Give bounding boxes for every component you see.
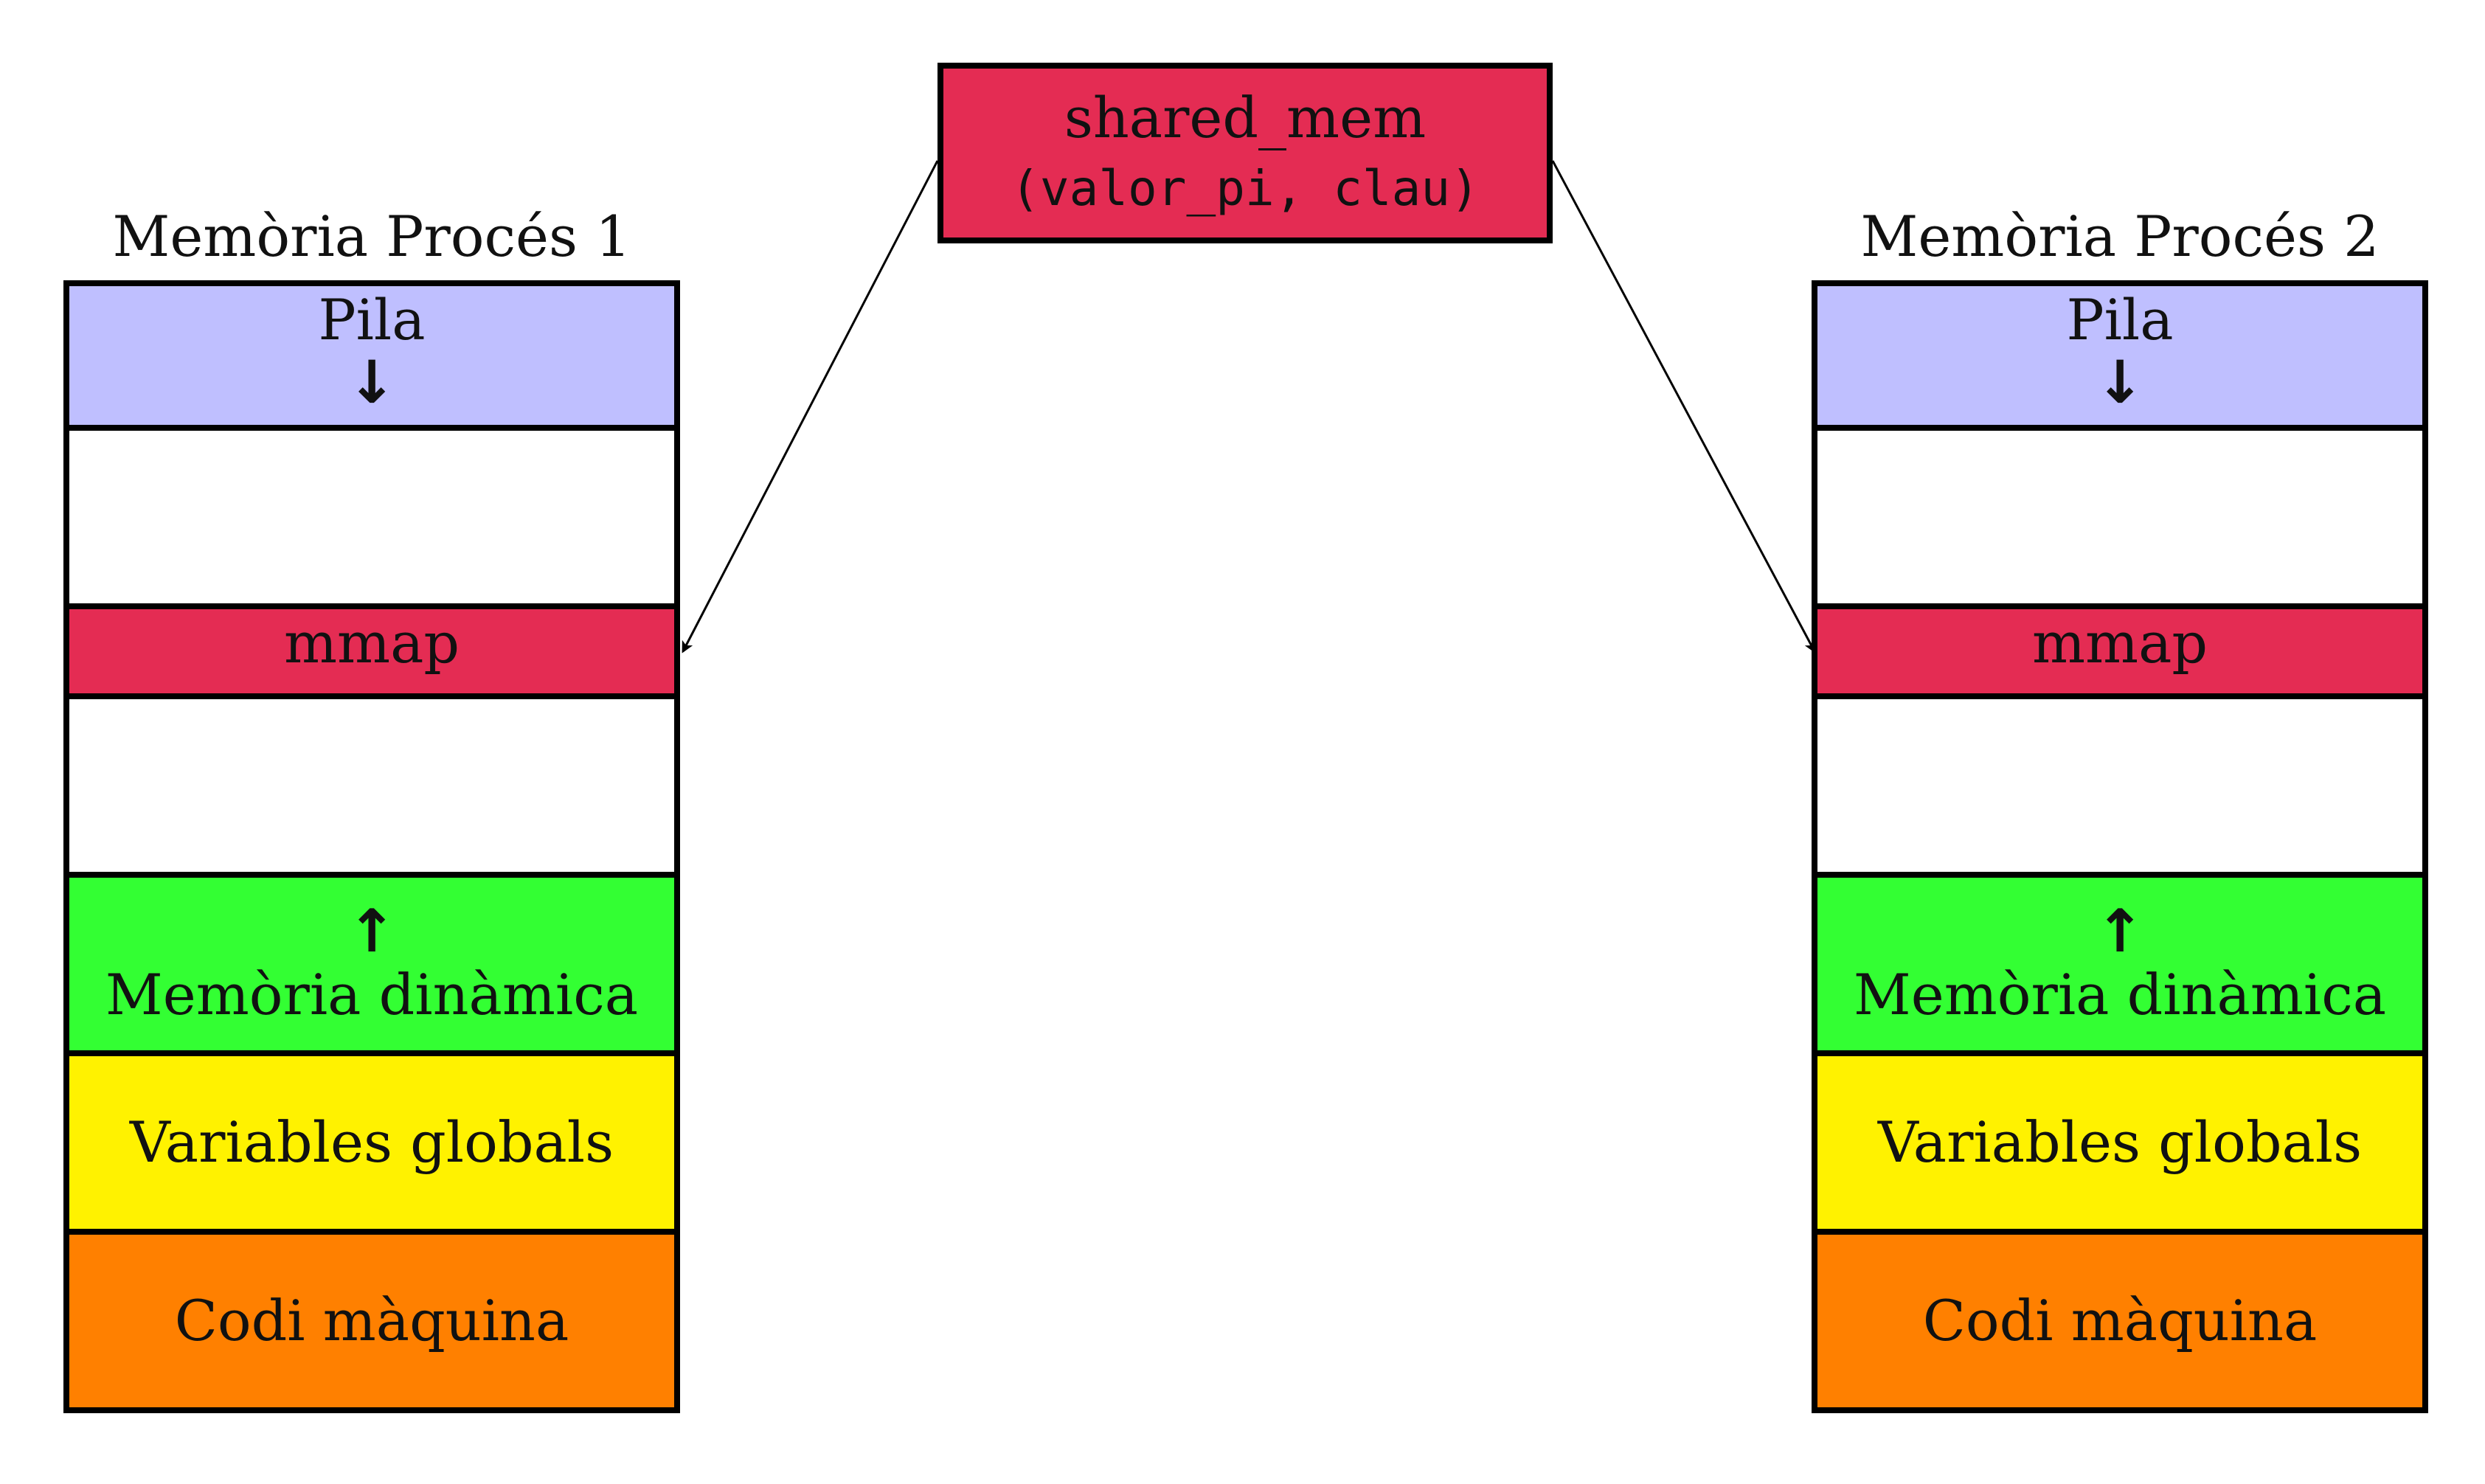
process-1-globals-label: Variables globals bbox=[129, 1109, 614, 1176]
process-1-segment-code: Codi màquina bbox=[63, 1229, 680, 1413]
process-1-segment-stack: Pila ↓ bbox=[63, 280, 680, 431]
process-1-segment-mmap: mmap bbox=[63, 603, 680, 699]
up-arrow-icon: ↑ bbox=[347, 897, 397, 966]
process-2-segment-mmap: mmap bbox=[1812, 603, 2428, 699]
process-2-segment-heap: ↑ Memòria dinàmica bbox=[1812, 872, 2428, 1056]
process-2-title: Memòria Procés 2 bbox=[1860, 204, 2380, 269]
process-1-stack-label: Pila bbox=[318, 287, 426, 353]
process-2-globals-label: Variables globals bbox=[1877, 1109, 2363, 1176]
down-arrow-icon: ↓ bbox=[347, 348, 397, 417]
process-1-segment-free-lower bbox=[63, 693, 680, 878]
process-1-segment-globals: Variables globals bbox=[63, 1050, 680, 1235]
process-2-segment-stack: Pila ↓ bbox=[1812, 280, 2428, 431]
down-arrow-icon: ↓ bbox=[2095, 348, 2145, 417]
shared-memory-fields: (valor_pi, clau) bbox=[1011, 159, 1480, 217]
process-1-memory-stack: Pila ↓ mmap ↑ Memòria dinàmica Variables… bbox=[63, 280, 680, 1422]
link-to-process-2-mmap bbox=[1551, 160, 1816, 653]
process-2-code-label: Codi màquina bbox=[1922, 1288, 2318, 1354]
process-1-heap-label: Memòria dinàmica bbox=[105, 962, 639, 1028]
process-2-stack-label: Pila bbox=[2066, 287, 2174, 353]
process-2-mmap-label: mmap bbox=[2031, 610, 2208, 676]
process-1-title: Memòria Procés 1 bbox=[112, 204, 631, 269]
process-1-mmap-label: mmap bbox=[283, 610, 460, 676]
link-to-process-1-mmap bbox=[682, 160, 939, 653]
shared-memory-box: shared_mem (valor_pi, clau) bbox=[937, 63, 1553, 243]
process-1-code-label: Codi màquina bbox=[174, 1288, 569, 1354]
up-arrow-icon: ↑ bbox=[2095, 897, 2145, 966]
process-1-segment-heap: ↑ Memòria dinàmica bbox=[63, 872, 680, 1056]
process-2-segment-free-lower bbox=[1812, 693, 2428, 878]
process-2-segment-code: Codi màquina bbox=[1812, 1229, 2428, 1413]
process-2-memory-stack: Pila ↓ mmap ↑ Memòria dinàmica Variables… bbox=[1812, 280, 2428, 1422]
process-2-heap-label: Memòria dinàmica bbox=[1853, 962, 2387, 1028]
process-2-segment-globals: Variables globals bbox=[1812, 1050, 2428, 1235]
shared-memory-name: shared_mem bbox=[1064, 84, 1427, 150]
process-2-segment-free-upper bbox=[1812, 425, 2428, 609]
process-1-segment-free-upper bbox=[63, 425, 680, 609]
